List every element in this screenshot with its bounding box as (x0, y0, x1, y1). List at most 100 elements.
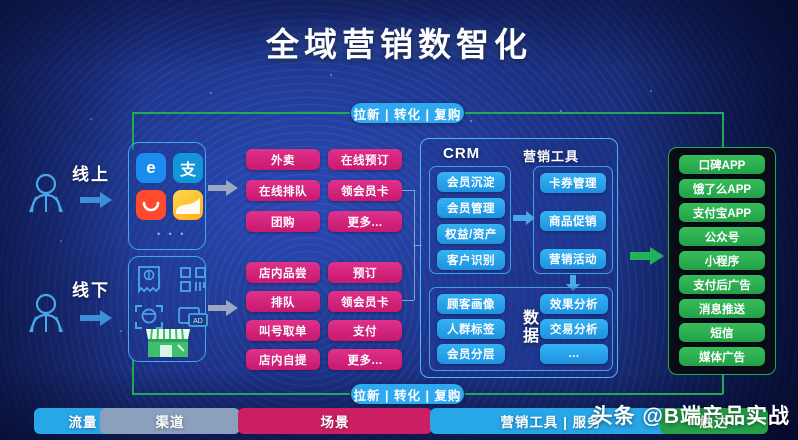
loop-line-left-up (132, 360, 134, 394)
scenario-online-group: 外卖 在线预订 在线排队 领会员卡 团购 更多... (246, 149, 402, 233)
smile-icon (142, 201, 160, 212)
app-icon-eleme[interactable]: e (136, 153, 166, 183)
face-scan-icon[interactable] (131, 302, 167, 332)
spark-dot (650, 90, 652, 92)
legend-bar: 流量 渠道 场景 营销工具 | 服务 触达 (0, 408, 798, 434)
crm-item[interactable]: 权益/资产 (437, 224, 505, 244)
loop-line-top-right (465, 112, 723, 114)
watermark: 头条 @B端产品实战 (591, 405, 790, 428)
scenario-chip[interactable]: 在线预订 (328, 149, 402, 170)
ad-screen-icon[interactable]: AD (175, 302, 211, 332)
marketing-item[interactable]: 营销活动 (540, 249, 606, 269)
connector-online-h (402, 190, 414, 192)
online-more-dots: • • • (157, 229, 187, 239)
scenario-chip[interactable]: 领会员卡 (328, 180, 402, 201)
data-item-left[interactable]: 人群标签 (437, 319, 505, 339)
reach-item[interactable]: 小程序 (679, 251, 765, 270)
data-item-right[interactable]: 交易分析 (540, 319, 608, 339)
loop-line-right-down (722, 112, 724, 150)
scenario-chip[interactable]: 领会员卡 (328, 291, 402, 312)
spark-dot (210, 92, 212, 94)
marketing-item[interactable]: 商品促销 (540, 211, 606, 231)
data-item-right[interactable]: 效果分析 (540, 294, 608, 314)
crm-box: 会员沉淀 会员管理 权益/资产 客户识别 (429, 166, 511, 274)
qrcode-icon[interactable] (175, 264, 211, 294)
scenario-chip[interactable]: 店内品尝 (246, 262, 320, 283)
loop-banner-top: 拉新 | 转化 | 复购 (351, 103, 464, 123)
tools-panel: CRM 营销工具 会员沉淀 会员管理 权益/资产 客户识别 卡券管理 商品促销 … (420, 138, 618, 378)
reach-channels-panel: 口碑APP 饿了么APP 支付宝APP 公众号 小程序 支付后广告 消息推送 短… (668, 147, 776, 375)
loop-line-bottom-left (132, 393, 350, 395)
svg-text:AD: AD (193, 318, 203, 325)
loop-banner-bottom: 拉新 | 转化 | 复购 (351, 384, 464, 404)
legend-item-scene[interactable]: 场景 (238, 408, 432, 434)
loop-line-left-down (132, 112, 134, 150)
reach-item[interactable]: 支付后广告 (679, 275, 765, 294)
crm-item[interactable]: 会员沉淀 (437, 172, 505, 192)
channel-card-online[interactable]: e 支 • • • (128, 142, 206, 250)
store-icon[interactable] (143, 325, 193, 357)
data-item-left[interactable]: 顾客画像 (437, 294, 505, 314)
scenario-chip[interactable]: 在线排队 (246, 180, 320, 201)
reach-item[interactable]: 公众号 (679, 227, 765, 246)
reach-item[interactable]: 短信 (679, 323, 765, 342)
loop-line-top-left (132, 112, 350, 114)
people-icon (29, 173, 63, 213)
legend-item-channel[interactable]: 渠道 (100, 408, 240, 434)
arrow-online-to-scene-icon (208, 180, 238, 196)
marketing-title: 营销工具 (523, 149, 580, 164)
crm-title: CRM (443, 145, 481, 162)
scenario-chip[interactable]: 排队 (246, 291, 320, 312)
reach-item[interactable]: 饿了么APP (679, 179, 765, 198)
arrow-right-icon (80, 310, 112, 326)
data-center-label: 数据 (522, 310, 539, 345)
offline-icon-grid: AD (131, 264, 211, 332)
app-icon-alipay[interactable]: 支 (173, 153, 203, 183)
marketing-box: 卡券管理 商品促销 营销活动 (533, 166, 613, 274)
online-app-grid: e 支 (136, 153, 203, 220)
crm-item[interactable]: 会员管理 (437, 198, 505, 218)
data-item-left[interactable]: 会员分层 (437, 344, 505, 364)
arrow-crm-to-marketing-icon (513, 211, 535, 225)
reach-item[interactable]: 消息推送 (679, 299, 765, 318)
scenario-chip[interactable]: 团购 (246, 211, 320, 232)
crm-item[interactable]: 客户识别 (437, 250, 505, 270)
persona-offline-label: 线下 (72, 281, 110, 300)
arrow-right-icon (80, 192, 112, 208)
scenario-chip[interactable]: 预订 (328, 262, 402, 283)
people-icon (29, 293, 63, 333)
app-icon-koubei[interactable] (136, 190, 166, 220)
app-icon-alipay-glyph: 支 (179, 162, 196, 179)
app-icon-eleme-glyph: e (146, 158, 156, 177)
marketing-item[interactable]: 卡券管理 (540, 173, 606, 193)
spark-dot (60, 240, 62, 242)
scenario-chip[interactable]: 更多... (328, 211, 402, 232)
scenario-chip[interactable]: 店内自提 (246, 349, 320, 370)
reach-item[interactable]: 支付宝APP (679, 203, 765, 222)
legend-item-reach[interactable]: 触达 (660, 408, 768, 434)
scenario-chip[interactable]: 支付 (328, 320, 402, 341)
spark-dot (470, 120, 472, 122)
connector-into-panel (414, 245, 422, 247)
data-box: 顾客画像 人群标签 会员分层 数据 效果分析 交易分析 ... (429, 287, 613, 371)
scenario-offline-group: 店内品尝 预订 排队 领会员卡 叫号取单 支付 店内自提 更多... (246, 262, 402, 374)
data-item-right[interactable]: ... (540, 344, 608, 364)
arrow-to-reach-icon (630, 247, 664, 265)
spark-dot (90, 118, 92, 120)
arrow-offline-to-scene-icon (208, 300, 238, 316)
persona-offline: 线下 (22, 272, 142, 342)
scenario-chip[interactable]: 更多... (328, 349, 402, 370)
app-icon-taobao[interactable] (173, 190, 203, 220)
legend-item-tools[interactable]: 营销工具 | 服务 (430, 408, 672, 434)
loop-line-bottom-right (465, 393, 723, 395)
channel-card-offline[interactable]: AD (128, 256, 208, 362)
persona-online: 线上 (22, 152, 142, 222)
reach-item[interactable]: 媒体广告 (679, 347, 765, 366)
scenario-chip[interactable]: 外卖 (246, 149, 320, 170)
connector-offline-h (402, 300, 414, 302)
reach-item[interactable]: 口碑APP (679, 155, 765, 174)
scenario-chip[interactable]: 叫号取单 (246, 320, 320, 341)
persona-online-label: 线上 (72, 165, 110, 184)
receipt-icon[interactable] (131, 264, 167, 294)
